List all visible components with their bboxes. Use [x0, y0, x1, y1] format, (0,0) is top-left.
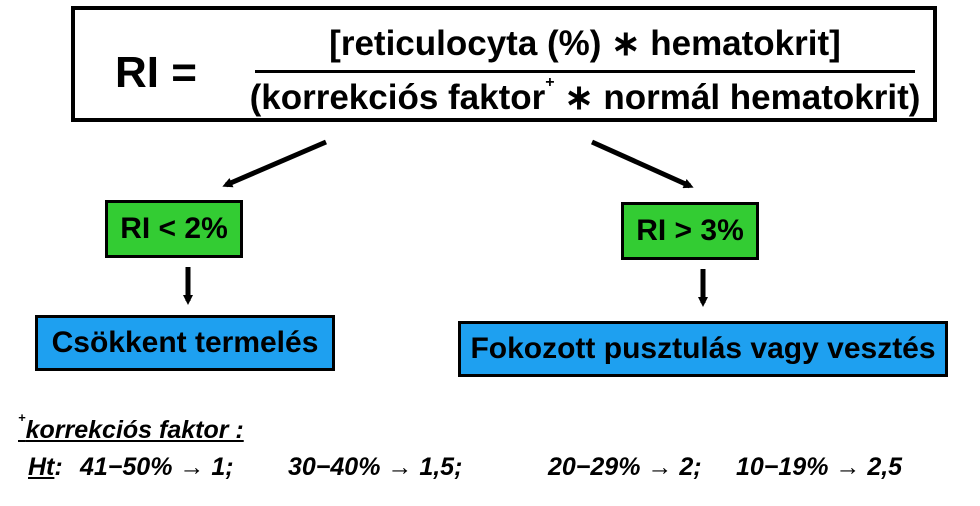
footnote-title: +korrekciós faktor :: [18, 410, 244, 445]
result-box-right: Fokozott pusztulás vagy vesztés: [458, 321, 948, 377]
ht-range-2: 30−40% → 1,5;: [288, 453, 463, 481]
formula-lhs: RI =: [115, 48, 197, 97]
footnote-title-text: korrekciós faktor :: [25, 416, 244, 444]
denominator-superscript: +: [545, 74, 555, 91]
ht-key: Ht: [28, 453, 55, 481]
condition-box-right: RI > 3%: [621, 202, 759, 260]
fraction-line: [255, 70, 915, 73]
denominator-rest: ∗ normál hematokrit): [554, 78, 921, 117]
footnote-marker: +: [18, 410, 26, 425]
denominator-main: (korrekciós faktor: [249, 78, 546, 117]
formula-denominator: (korrekciós faktor+ ∗ normál hematokrit): [245, 74, 925, 118]
ht-colon: :: [54, 453, 63, 481]
ht-range-4: 10−19% → 2,5: [736, 453, 903, 481]
arrow-formula-to-right: [590, 139, 694, 189]
ht-range-3: 20−29% → 2;: [548, 453, 702, 481]
ht-range-1: 41−50% → 1;: [80, 453, 234, 481]
condition-box-left: RI < 2%: [105, 200, 243, 258]
arrow-formula-to-left: [222, 139, 327, 188]
formula-numerator: [reticulocyta (%) ∗ hematokrit]: [329, 24, 841, 63]
result-box-left: Csökkent termelés: [35, 315, 335, 371]
ht-label: Ht:: [28, 453, 63, 482]
formula-box: RI = [reticulocyta (%) ∗ hematokrit] (ko…: [71, 6, 937, 122]
